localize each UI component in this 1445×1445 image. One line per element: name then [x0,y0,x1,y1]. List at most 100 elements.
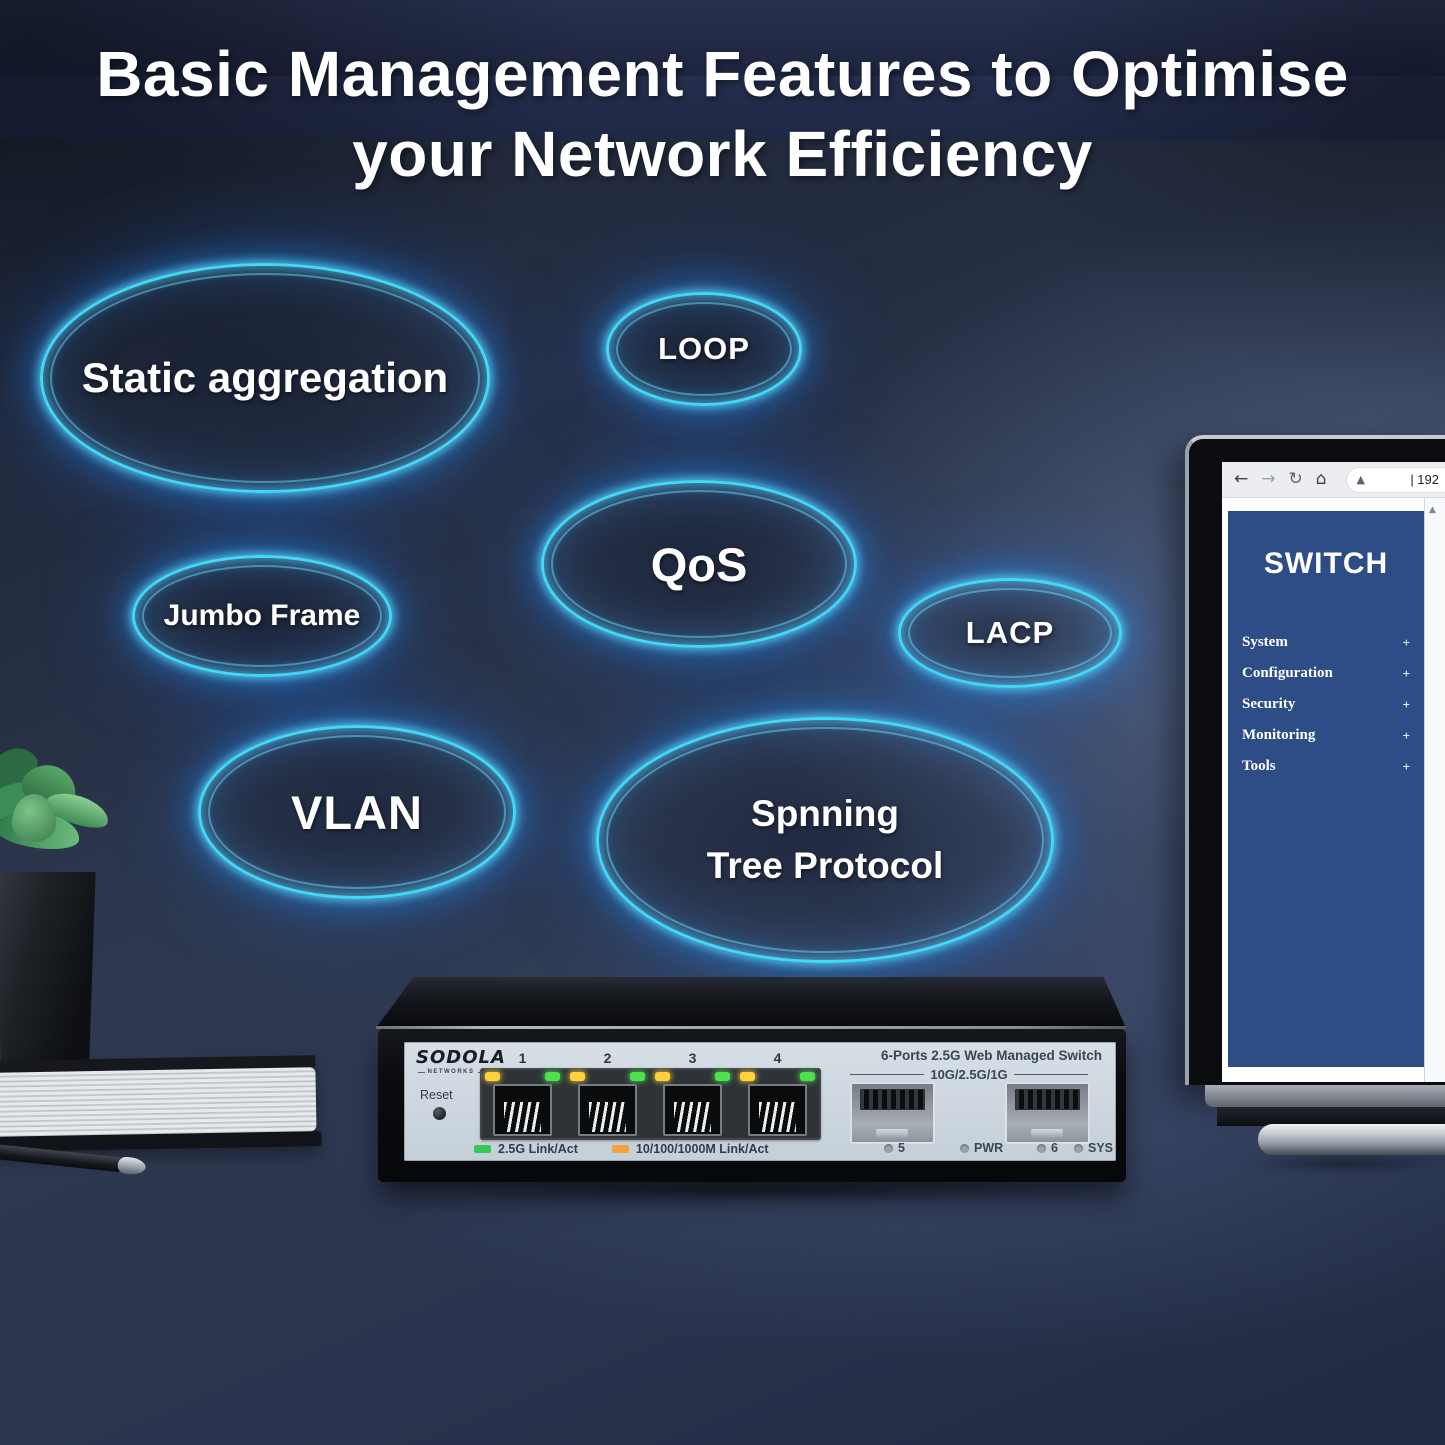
admin-menu: System + Configuration + Security + Mo [1228,627,1424,782]
sfp-bail [876,1129,908,1138]
menu-item-label: Security [1242,696,1296,712]
port-led-yellow [485,1072,500,1081]
switch-chassis: SODOLA NETWORKS Reset 1 2 3 4 [378,1029,1126,1182]
feature-bubble-vlan: VLAN [198,725,516,899]
power-indicator: PWR [960,1141,1003,1155]
reload-icon[interactable]: ↻ [1288,469,1303,489]
port-number-1: 1 [518,1050,527,1066]
plant [0,739,128,890]
rj45-port-1 [480,1068,565,1140]
plant-pot [0,872,96,1068]
sfp-slot [860,1089,925,1110]
uplink-rule-left [850,1074,925,1075]
browser-page: SWITCH System + Configuration + Security [1222,498,1445,1082]
system-indicator: SYS [1074,1141,1113,1155]
laptop-bottom-trim [1205,1085,1445,1107]
menu-item-label: System [1242,634,1288,650]
expand-plus-icon: + [1402,758,1410,774]
admin-page-title: SWITCH [1263,547,1389,580]
sfp-slot [1015,1089,1080,1110]
brand-sub-label: NETWORKS [418,1069,484,1075]
feature-bubble-lacp: LACP [898,578,1122,688]
rj45-port-3 [650,1068,735,1140]
rj45-port-2 [565,1068,650,1140]
status-led [1037,1143,1046,1153]
feature-bubble-qos: QoS [541,480,857,648]
sfp5-indicator: 5 [884,1141,905,1155]
port-led-green [545,1072,560,1081]
status-label: SYS [1088,1141,1114,1155]
rj45-pins [759,1102,796,1132]
laptop-base-shadow [1241,1156,1445,1171]
feature-label: LACP [965,615,1055,650]
rj45-port-4 [735,1068,820,1140]
menu-item-label: Monitoring [1242,727,1316,743]
feature-label: VLAN [291,785,423,839]
rj45-pins [674,1102,711,1132]
rj45-jack [493,1084,552,1136]
feature-label: Static aggregation [81,354,449,401]
reset-label: Reset [420,1088,453,1102]
browser-toolbar: ← → ↻ ⌂ ▲ | 192 [1222,462,1445,498]
menu-item-security[interactable]: Security + [1228,689,1424,720]
url-text: | 192 [1410,472,1439,487]
laptop-base [1258,1124,1445,1155]
menu-item-monitoring[interactable]: Monitoring + [1228,720,1424,751]
legend-chip-green [474,1145,491,1153]
port-led-green [630,1072,645,1081]
rj45-pins [504,1102,541,1132]
menu-item-tools[interactable]: Tools + [1228,751,1424,782]
not-secure-warning-icon: ▲ [1356,473,1366,486]
status-label: PWR [974,1141,1004,1155]
address-bar[interactable]: ▲ | 192 [1345,466,1445,493]
expand-plus-icon: + [1402,696,1410,712]
feature-bubble-loop: LOOP [606,292,802,406]
switch-front-panel: SODOLA NETWORKS Reset 1 2 3 4 [404,1042,1116,1161]
forward-icon[interactable]: → [1261,469,1276,489]
legend-label-orange: 10/100/1000M Link/Act [635,1142,769,1156]
pen-tip [116,1156,147,1176]
status-led [884,1143,893,1153]
rj45-jack [578,1084,637,1136]
port-number-3: 3 [688,1050,697,1066]
legend-label-green: 2.5G Link/Act [498,1142,578,1156]
uplink-speed-text: 10G/2.5G/1G [930,1067,1008,1082]
page-title: Basic Management Features to Optimise yo… [0,34,1445,194]
rj45-jack [748,1084,807,1136]
rj45-port-block [480,1068,821,1140]
reset-button [433,1107,446,1120]
status-led [1074,1143,1083,1153]
sfp-port-6 [1005,1082,1090,1144]
port-led-yellow [740,1072,755,1081]
scroll-up-icon[interactable]: ▲ [1429,505,1436,515]
back-icon[interactable]: ← [1234,469,1249,489]
port-led-yellow [655,1072,670,1081]
port-led-yellow [570,1072,585,1081]
switch-top-face [376,977,1126,1028]
expand-plus-icon: + [1402,634,1410,650]
laptop: ← → ↻ ⌂ ▲ | 192 SWITCH System + [1185,435,1445,1175]
status-label: 6 [1051,1141,1058,1155]
menu-item-configuration[interactable]: Configuration + [1228,658,1424,689]
menu-item-system[interactable]: System + [1228,627,1424,658]
feature-bubble-spanning-tree: Spnning Tree Protocol [596,717,1054,963]
home-icon[interactable]: ⌂ [1315,469,1327,489]
book-pages [0,1067,317,1137]
title-line-1: Basic Management Features to Optimise [96,38,1349,110]
status-label: 5 [898,1141,905,1155]
book [0,1055,322,1153]
feature-label: LOOP [658,331,750,366]
laptop-screen: ← → ↻ ⌂ ▲ | 192 SWITCH System + [1222,462,1445,1082]
rj45-jack [663,1084,722,1136]
menu-item-label: Configuration [1242,665,1333,681]
feature-label: QoS [650,537,748,591]
switch-admin-sidebar: SWITCH System + Configuration + Security [1228,511,1424,1067]
status-led [960,1143,969,1153]
brand-sub-text: NETWORKS [427,1069,475,1075]
port-number-2: 2 [603,1050,612,1066]
port-led-green [800,1072,815,1081]
feature-bubble-static-aggregation: Static aggregation [40,263,490,493]
scrollbar[interactable]: ▲ [1424,498,1445,1082]
feature-label-line-1: Spnning [751,793,899,834]
